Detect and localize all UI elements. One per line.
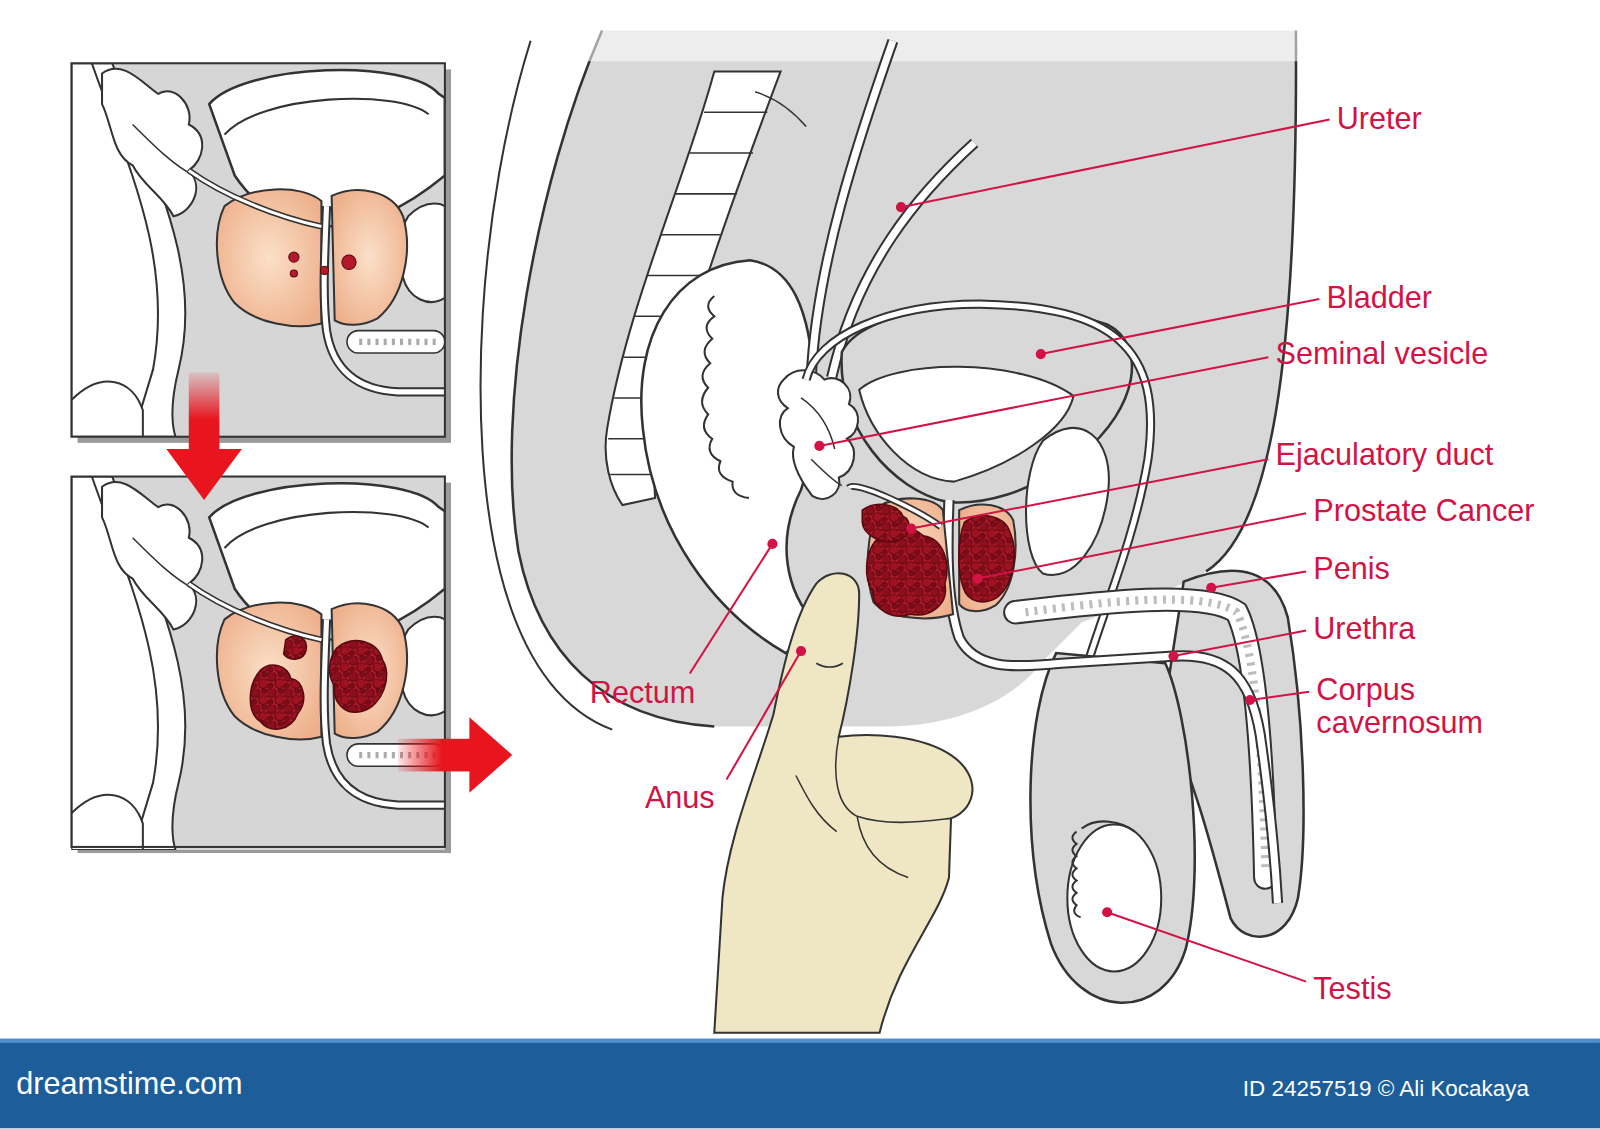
- scrotum: [1030, 653, 1194, 1003]
- scrotum: [1082, 821, 1135, 831]
- prostate-cancer: [849, 486, 941, 526]
- leader-line: [727, 651, 801, 780]
- part-label: Anus: [645, 782, 715, 814]
- watermark: ID 24257519 © Ali Kocakaya: [1243, 1077, 1529, 1101]
- sacrum: [755, 92, 806, 127]
- leader-line: [768, 540, 776, 548]
- inset-early: [320, 266, 328, 274]
- watermark-bar: [0, 1039, 1600, 1129]
- rectum: [641, 260, 816, 653]
- inset-early: [290, 270, 297, 277]
- progression-arrow: [469, 717, 512, 793]
- inset-advanced: [71, 477, 451, 854]
- urethra: [948, 500, 1278, 903]
- part-label: Ejaculatory duct: [1276, 439, 1494, 471]
- leader-line: [1169, 652, 1177, 660]
- prostate-cancer: [959, 516, 1014, 602]
- scrotum: [1072, 832, 1080, 918]
- leader-line: [690, 119, 1330, 981]
- inset-early: [289, 252, 299, 262]
- part-label: Urethra: [1313, 612, 1415, 644]
- prostate-cancer: [849, 486, 1016, 618]
- urethra: [948, 500, 1278, 903]
- inset-advanced: [329, 641, 386, 713]
- inset-early: [71, 63, 444, 436]
- leader-line: [1246, 696, 1254, 704]
- part-label: Bladder: [1327, 282, 1433, 314]
- part-label: Testis: [1313, 972, 1391, 1004]
- leader-line: [901, 119, 1330, 207]
- inset-early: [71, 63, 451, 443]
- body-section: [1206, 31, 1296, 572]
- watermark-bar: [0, 1039, 1600, 1043]
- inset-advanced: [71, 477, 444, 850]
- part-label: Corpus cavernosum: [1316, 673, 1551, 737]
- inset-early: [71, 63, 444, 436]
- leader-line: [911, 459, 1268, 528]
- progression-arrow: [189, 372, 220, 452]
- rectum: [641, 260, 816, 653]
- examining-hand: [796, 663, 951, 877]
- progression-arrow: [398, 739, 471, 772]
- part-label: Rectum: [590, 677, 695, 709]
- leader-line: [1207, 584, 1215, 592]
- part-label: Prostate Cancer: [1313, 495, 1534, 527]
- pubic-bone: [1026, 428, 1109, 575]
- scrotum: [1030, 653, 1194, 1003]
- watermark: dreamstime.com: [16, 1067, 242, 1099]
- leader-line: [1250, 692, 1309, 700]
- progression-arrow: [166, 449, 242, 500]
- leader-line: [897, 203, 905, 211]
- leader-line: [819, 357, 1268, 446]
- watermark-bar: [0, 1039, 1600, 1129]
- inset-advanced: [71, 477, 444, 850]
- leader-line: [1037, 350, 1045, 358]
- seminal-vesicle: [778, 370, 858, 499]
- rectum: [702, 296, 749, 498]
- inset-advanced: [284, 636, 307, 659]
- leader-line: [1103, 908, 1111, 916]
- leader-line: [815, 442, 823, 450]
- part-label: Penis: [1313, 552, 1390, 584]
- leader-line: [907, 524, 915, 532]
- leader-line: [1211, 571, 1306, 587]
- leader-line: [1107, 912, 1306, 981]
- scrotum: [1067, 824, 1161, 971]
- body-section: [571, 0, 1326, 61]
- inset-advanced: [71, 477, 444, 847]
- leader-line: [690, 544, 773, 674]
- prostate-cancer: [862, 504, 909, 541]
- inset-early: [342, 255, 356, 269]
- prostate-cancer: [849, 486, 941, 526]
- leader-line: [978, 513, 1307, 578]
- inset-advanced: [250, 665, 303, 729]
- leader-line: [797, 647, 805, 655]
- leader-line: [1173, 631, 1306, 657]
- examining-hand: [714, 573, 972, 1032]
- prostate-cancer: [959, 505, 1015, 612]
- leader-line: [973, 574, 981, 582]
- pubic-bone: [1026, 428, 1109, 575]
- part-label: Seminal vesicle: [1276, 338, 1489, 370]
- seminal-vesicle: [778, 370, 858, 499]
- part-label: Ureter: [1337, 102, 1422, 134]
- progression-arrow: [166, 372, 512, 792]
- examining-hand: [714, 573, 972, 1032]
- urethra: [948, 500, 1278, 903]
- inset-early: [71, 63, 444, 436]
